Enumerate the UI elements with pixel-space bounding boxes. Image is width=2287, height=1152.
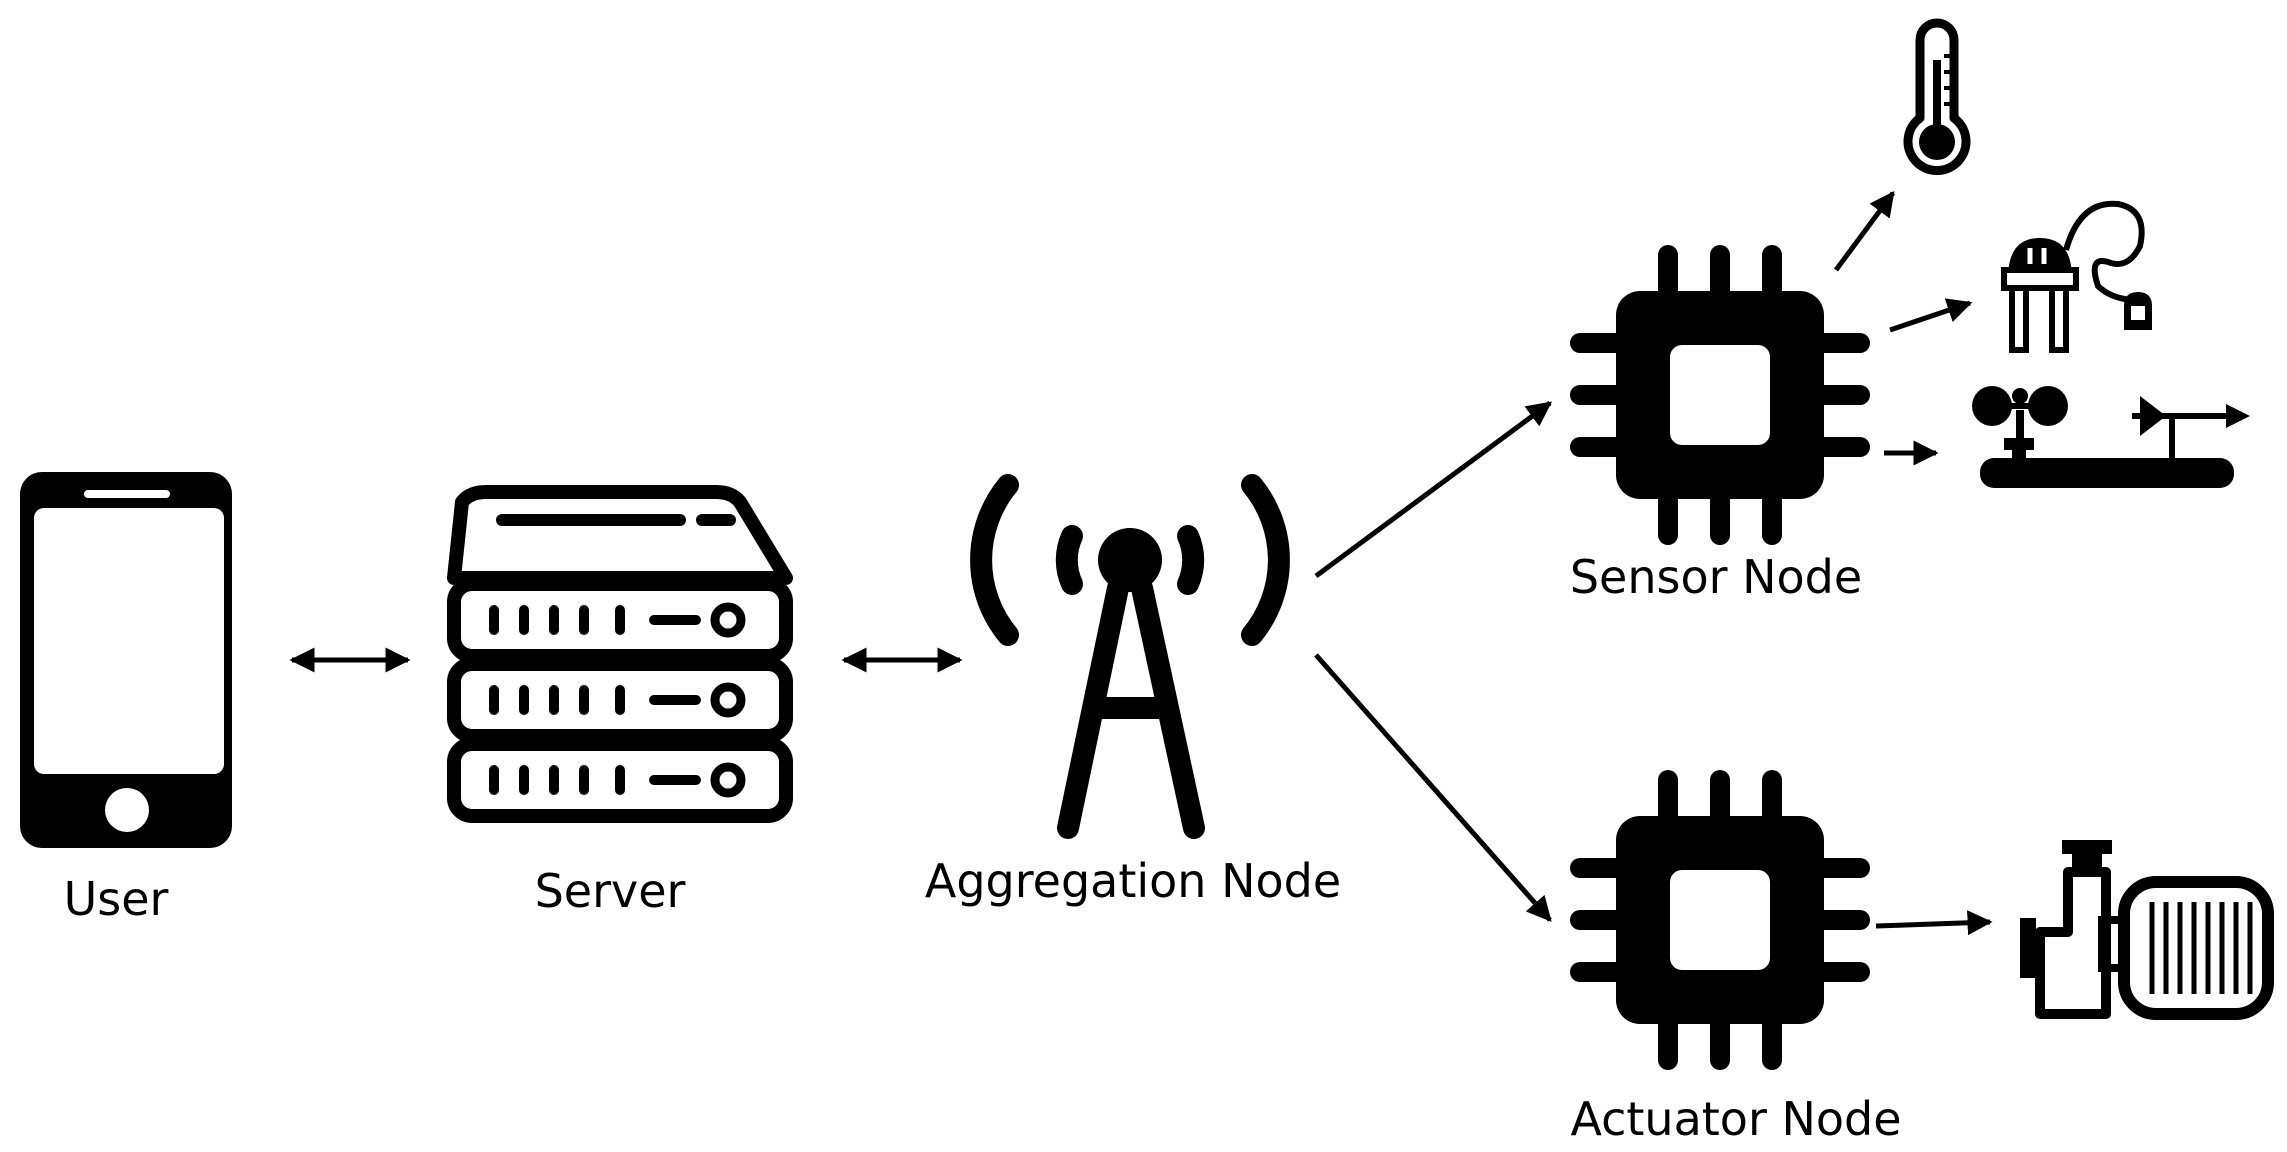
actuator-node-label: Actuator Node [1570, 1092, 1902, 1146]
soil-moisture-sensor-icon [2001, 200, 2152, 353]
sensor-node-chip-icon [1580, 255, 1860, 535]
aggregation-node-label: Aggregation Node [924, 854, 1342, 908]
aggregation-sensor-link [1314, 400, 1553, 579]
thermometer-icon [1903, 18, 1971, 175]
actuator-node-chip-icon [1580, 780, 1860, 1060]
anemometer-wind-vane-icon [1972, 386, 2250, 488]
server-label: Server [534, 864, 686, 918]
smartphone-icon [20, 472, 232, 848]
actuator-pump-link [1875, 910, 1993, 936]
sensor-node-label: Sensor Node [1569, 550, 1863, 604]
user-label: User [63, 872, 169, 926]
sensor-thermometer-link [1833, 190, 1896, 272]
sensor-soil-link [1889, 298, 1973, 333]
radio-tower-icon [970, 474, 1290, 839]
water-pump-motor-icon [2020, 840, 2274, 1020]
aggregation-actuator-link [1314, 653, 1552, 922]
server-rack-icon [447, 485, 793, 823]
